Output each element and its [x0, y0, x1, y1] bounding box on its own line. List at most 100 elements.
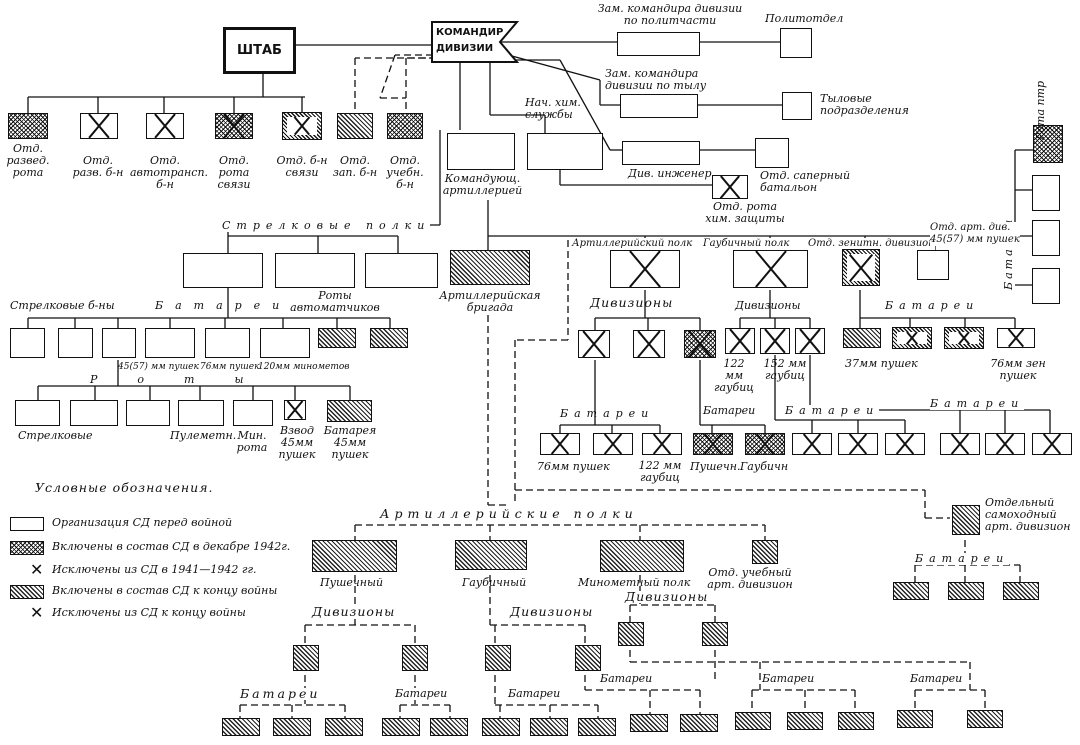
late-bat-12 [787, 712, 823, 730]
sp-bat-1 [893, 582, 929, 600]
late-bat-13 [838, 712, 874, 730]
legend-text-5: Исключены из СД к концу войны [52, 606, 246, 619]
batteries-6-label: Батареи [910, 672, 963, 685]
rifle-co-3 [126, 400, 170, 426]
bat-row-3 [642, 433, 682, 455]
rifle-co-label: Стрелковые [18, 429, 93, 442]
rifle-regiment-3 [365, 253, 438, 288]
mortar-co-box [233, 400, 273, 426]
shtab-unit-2-label: Отд. разв. б-н [72, 154, 124, 179]
late-bat-1 [222, 718, 260, 736]
deputy-political-box [617, 32, 700, 56]
batteries-5-label: Батареи [762, 672, 815, 685]
how152-label: 152 мм гаубиц [763, 357, 807, 382]
bat-row-2 [593, 433, 633, 455]
how-reg-label: Гаубичный [462, 576, 527, 589]
shtab-unit-5-label: Отд. б-н связи [276, 154, 328, 179]
gun-div-2 [402, 645, 428, 671]
divizions-a-label: Дивизионы [312, 604, 396, 619]
gun76-label: 76мм пушек [537, 460, 610, 473]
legend-swatch-x-1: ✕ [30, 560, 44, 579]
aa-division-label: Отд. зенитн. дивизион [808, 238, 935, 250]
mortar-div-1 [618, 622, 644, 646]
art-div-2 [633, 330, 665, 358]
rifle-bn-2 [58, 328, 93, 358]
shtab-unit-3-label: Отд. автотрансп. б-н [130, 154, 209, 191]
how122b-label: 122 мм гаубиц [638, 459, 682, 484]
smg-companies-label: Роты автоматчиков [290, 289, 380, 314]
smg-company-1 [318, 328, 356, 348]
gun76aa-label: 76мм зен пушек [990, 357, 1046, 382]
late-bat-4 [382, 718, 420, 736]
bat-45-label: 45(57) мм пушек [118, 362, 199, 372]
rota-ptr-label: Рота птр [1034, 80, 1047, 140]
gun-div-1 [293, 645, 319, 671]
art-div-1 [578, 330, 610, 358]
late-art-regiments-label: Артиллерийские полки [380, 506, 638, 521]
how-div-2 [760, 328, 790, 354]
shtab-unit-4-box [215, 113, 253, 139]
legend-swatch-cross [10, 541, 44, 555]
rota-ptr-box [1033, 125, 1063, 163]
batteries-b-label: Батареи [560, 407, 655, 420]
at-division-box [917, 250, 949, 280]
bat-row-8 [885, 433, 925, 455]
shtab-unit-4-label: Отд. рота связи [217, 154, 251, 191]
late-bat-11 [735, 712, 771, 730]
late-bat-14 [897, 710, 933, 728]
late-bat-10 [680, 714, 718, 732]
commander-label-line1: КОМАНДИР [436, 27, 504, 38]
mg-co-label: Пулеметн. [170, 429, 237, 442]
sapper-bn-box [755, 138, 789, 168]
bat-row-5 [745, 433, 785, 455]
bat-76-label: 76мм пушек [200, 362, 260, 372]
batteries-aa-label: Батареи [885, 299, 980, 312]
late-bat-9 [630, 714, 668, 732]
howB-label: Гаубичн [740, 460, 789, 473]
art-brigade-label: Артиллерийская бригада [439, 289, 541, 314]
shtab-unit-7-box [387, 113, 423, 139]
shtab-unit-1-box [8, 113, 48, 139]
how-div-l2 [575, 645, 601, 671]
divizions2-label: Дивизионы [735, 299, 801, 312]
rota-ptr-battery-1 [1032, 175, 1060, 211]
sp-bat-3 [1003, 582, 1039, 600]
batteries-4-label: Батареи [600, 672, 653, 685]
chem-chief-box [527, 133, 603, 170]
legend-swatch-x-2: ✕ [30, 603, 44, 622]
late-bat-7 [530, 718, 568, 736]
how-div-l1 [485, 645, 511, 671]
legend-text-2: Включены в состав СД в декабре 1942г. [52, 540, 291, 553]
platoon-45-label: Взвод 45мм пушек [278, 424, 316, 461]
aa-bat-2 [892, 327, 932, 349]
rifle-bn-3 [102, 328, 136, 358]
bat-row-6 [792, 433, 832, 455]
legend-text-1: Организация СД перед войной [52, 516, 233, 529]
sp-div-label: Отдельный самоходный арт. дивизион [985, 496, 1071, 533]
art-brigade-box [450, 250, 530, 285]
bat-row-10 [985, 433, 1025, 455]
gun37-label: 37мм пушек [845, 357, 918, 370]
rifle-battalions-label: Стрелковые б-ны [10, 299, 115, 312]
rifle-co-2 [70, 400, 118, 426]
late-bat-3 [325, 718, 363, 736]
how-reg-box [455, 540, 527, 570]
mortar-reg-label: Минометный полк [578, 576, 691, 589]
batteries-sp-label: Батареи [915, 552, 1010, 565]
legend-swatch-hatch [10, 585, 44, 599]
commander-flag [431, 21, 520, 63]
rifle-bn-1 [10, 328, 45, 358]
howitzer-regiment-box [733, 250, 808, 288]
politotdel-label: Политотдел [765, 12, 844, 25]
platoon-45-box [284, 400, 306, 420]
training-div-box [752, 540, 778, 564]
legend-text-4: Включены в состав СД к концу войны [52, 584, 278, 597]
divizions-label: Дивизионы [590, 295, 674, 310]
at-division-label: Отд. арт. див. 45(57) мм пушек [930, 222, 1020, 246]
bat-row-9 [940, 433, 980, 455]
rear-units-box [782, 92, 812, 120]
smg-company-2 [370, 328, 408, 348]
battery-76 [205, 328, 250, 358]
shtab-label: ШТАБ [237, 43, 282, 58]
how-div-3 [795, 328, 825, 354]
